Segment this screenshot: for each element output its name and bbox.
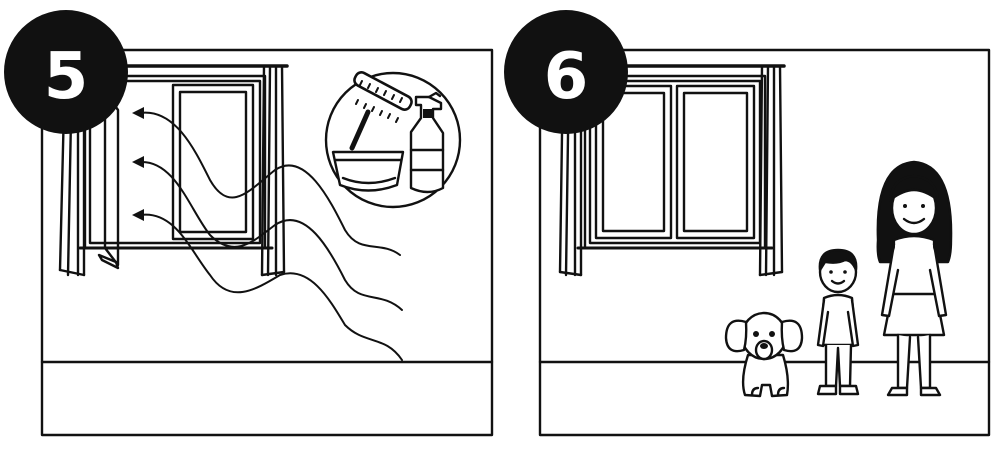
panel-5-frame [40, 48, 494, 437]
dog-eye-left [753, 331, 759, 337]
window-pane-right-inner [682, 91, 749, 233]
panel-5-window [58, 64, 289, 277]
boy-hair [818, 248, 858, 272]
airflow-arrows [132, 107, 403, 361]
boy-shoes [816, 384, 860, 396]
arrowhead-top [132, 107, 144, 119]
dog-figure [724, 311, 804, 398]
window-pane-right-inner [178, 90, 248, 234]
panel-6-frame [538, 48, 991, 437]
panel-6: 6 [504, 10, 991, 437]
boy-legs [824, 343, 853, 388]
dog-ear-right [780, 319, 804, 353]
curtain-left [58, 64, 86, 277]
boy-smile [830, 279, 846, 285]
window-pane-left-inner [601, 91, 666, 233]
girl-eye-left [903, 204, 907, 208]
arrowhead-bottom [132, 209, 144, 221]
airflow-wave-top [139, 111, 401, 256]
window-pane-right [171, 83, 255, 241]
window-pane-left [594, 84, 673, 240]
girl-arm-right [928, 242, 948, 318]
curtain-left [558, 64, 583, 277]
dog-nose [760, 343, 768, 349]
panel-5: 5 [4, 10, 494, 437]
boy-eye-left [829, 270, 833, 274]
girl-skirt [882, 292, 946, 337]
step-number-5: 5 [44, 40, 89, 114]
girl-arm-left [880, 242, 900, 318]
curtain-right [758, 64, 784, 277]
window-inner [88, 79, 262, 245]
open-sash-inner [97, 253, 120, 270]
spray-bottle-icon [409, 91, 445, 194]
window-pane-right [675, 84, 756, 240]
girl-bangs [888, 174, 940, 202]
airflow-wave-bottom [139, 213, 403, 361]
bucket-icon [331, 150, 405, 192]
step-number-6: 6 [544, 40, 589, 114]
mop-icon [349, 71, 413, 151]
airflow-wave-middle [139, 160, 403, 311]
girl-smile [902, 217, 926, 225]
girl-eye-right [921, 204, 925, 208]
dog-snout [754, 339, 774, 361]
arrowhead-middle [132, 156, 144, 168]
dog-ear-left [724, 319, 748, 353]
boy-arm-right [846, 298, 860, 348]
girl-torso [890, 234, 938, 298]
curtain-right [260, 64, 286, 277]
boy-arm-left [816, 298, 830, 348]
step-badge-6: 6 [504, 10, 628, 134]
dog-eye-right [769, 331, 775, 337]
dog-body [741, 353, 790, 398]
girl-figure [876, 160, 953, 397]
boy-eye-right [843, 270, 847, 274]
boy-figure [816, 248, 860, 396]
step-badge-5: 5 [4, 10, 128, 134]
cleaning-supplies-inset [324, 71, 462, 209]
girl-shoes [886, 386, 942, 397]
